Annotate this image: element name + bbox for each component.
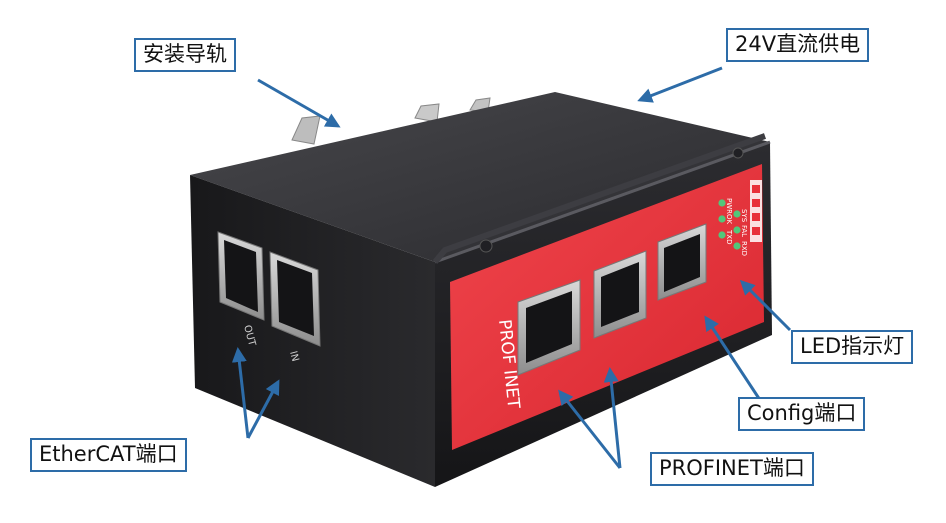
profinet-port-1[interactable] bbox=[517, 126, 581, 376]
callout-config: Config端口 bbox=[738, 397, 866, 431]
led-label: FAL bbox=[740, 225, 748, 237]
led-fal-icon bbox=[733, 226, 741, 234]
screw-icon bbox=[479, 239, 493, 253]
led-pwr-icon bbox=[718, 199, 726, 207]
led-txd-icon bbox=[718, 231, 726, 239]
led-label: RXD bbox=[740, 241, 748, 256]
callout-led: LED指示灯 bbox=[791, 330, 914, 364]
led-label: PWR bbox=[725, 198, 733, 214]
ethercat-port-in[interactable] bbox=[269, 251, 321, 347]
callout-profinet: PROFINET端口 bbox=[650, 452, 814, 486]
callout-arrows bbox=[231, 66, 792, 469]
led-ok-icon bbox=[718, 215, 726, 223]
led-label: OK bbox=[725, 214, 733, 225]
callout-din-rail: 安装导轨 bbox=[134, 38, 236, 72]
led-label: TXD bbox=[725, 229, 733, 244]
screw-icon bbox=[732, 147, 744, 159]
brand-logo bbox=[750, 180, 762, 242]
ethercat-port-out[interactable] bbox=[217, 231, 265, 321]
ethercat-port-in-label: IN bbox=[287, 350, 300, 363]
led-sys-icon bbox=[733, 210, 741, 218]
config-port[interactable] bbox=[657, 223, 707, 301]
callout-ethercat: EtherCAT端口 bbox=[30, 438, 187, 472]
led-rxd-icon bbox=[733, 242, 741, 250]
led-label: SYS bbox=[740, 209, 748, 223]
profinet-port-2[interactable] bbox=[593, 250, 647, 339]
led-indicator-group bbox=[718, 199, 741, 250]
callout-power: 24V直流供电 bbox=[726, 28, 870, 62]
housing-top bbox=[190, 92, 770, 262]
